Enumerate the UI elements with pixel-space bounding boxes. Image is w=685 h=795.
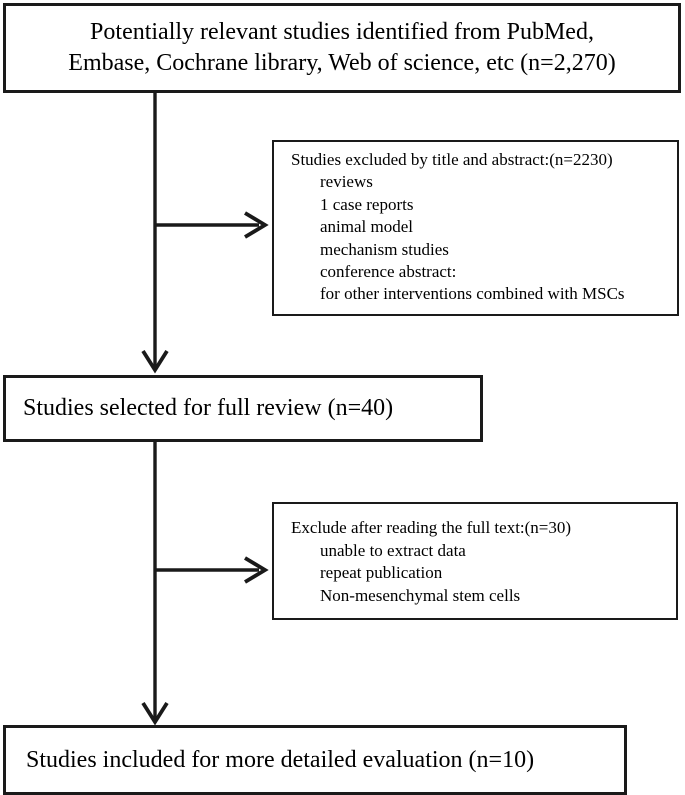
excluded-title-abstract-heading: Studies excluded by title and abstract:(… bbox=[291, 150, 613, 169]
included-studies-label: Studies included for more detailed evalu… bbox=[26, 746, 535, 773]
box-excluded-full-text: Exclude after reading the full text:(n=3… bbox=[272, 502, 678, 620]
identified-studies-line1: Potentially relevant studies identified … bbox=[90, 19, 594, 45]
excluded-reason: 1 case reports bbox=[320, 194, 414, 214]
full-review-label: Studies selected for full review (n=40) bbox=[23, 395, 394, 421]
excluded-reason: unable to extract data bbox=[320, 540, 466, 560]
excluded-reason: mechanism studies bbox=[320, 239, 449, 259]
excluded-reason: animal model bbox=[320, 217, 414, 237]
box-full-review: Studies selected for full review (n=40) bbox=[3, 375, 483, 442]
identified-studies-line2: Embase, Cochrane library, Web of science… bbox=[68, 50, 616, 76]
excluded-reason: conference abstract: bbox=[320, 262, 457, 282]
arrow-full-review-to-included bbox=[141, 442, 169, 726]
box-included-studies: Studies included for more detailed evalu… bbox=[3, 725, 627, 795]
arrow-branch-to-excluded-full-text bbox=[156, 556, 269, 584]
excluded-reason: for other interventions combined with MS… bbox=[320, 284, 625, 304]
excluded-reason: reviews bbox=[320, 172, 373, 192]
arrow-branch-to-excluded-title-abstract bbox=[156, 211, 269, 239]
box-identified-studies: Potentially relevant studies identified … bbox=[3, 3, 681, 93]
box-excluded-title-abstract: Studies excluded by title and abstract:(… bbox=[272, 140, 679, 316]
arrow-identified-to-full-review bbox=[141, 93, 169, 374]
excluded-reason: repeat publication bbox=[320, 563, 443, 583]
excluded-full-text-heading: Exclude after reading the full text:(n=3… bbox=[291, 518, 572, 537]
excluded-reason: Non-mesenchymal stem cells bbox=[320, 585, 521, 605]
